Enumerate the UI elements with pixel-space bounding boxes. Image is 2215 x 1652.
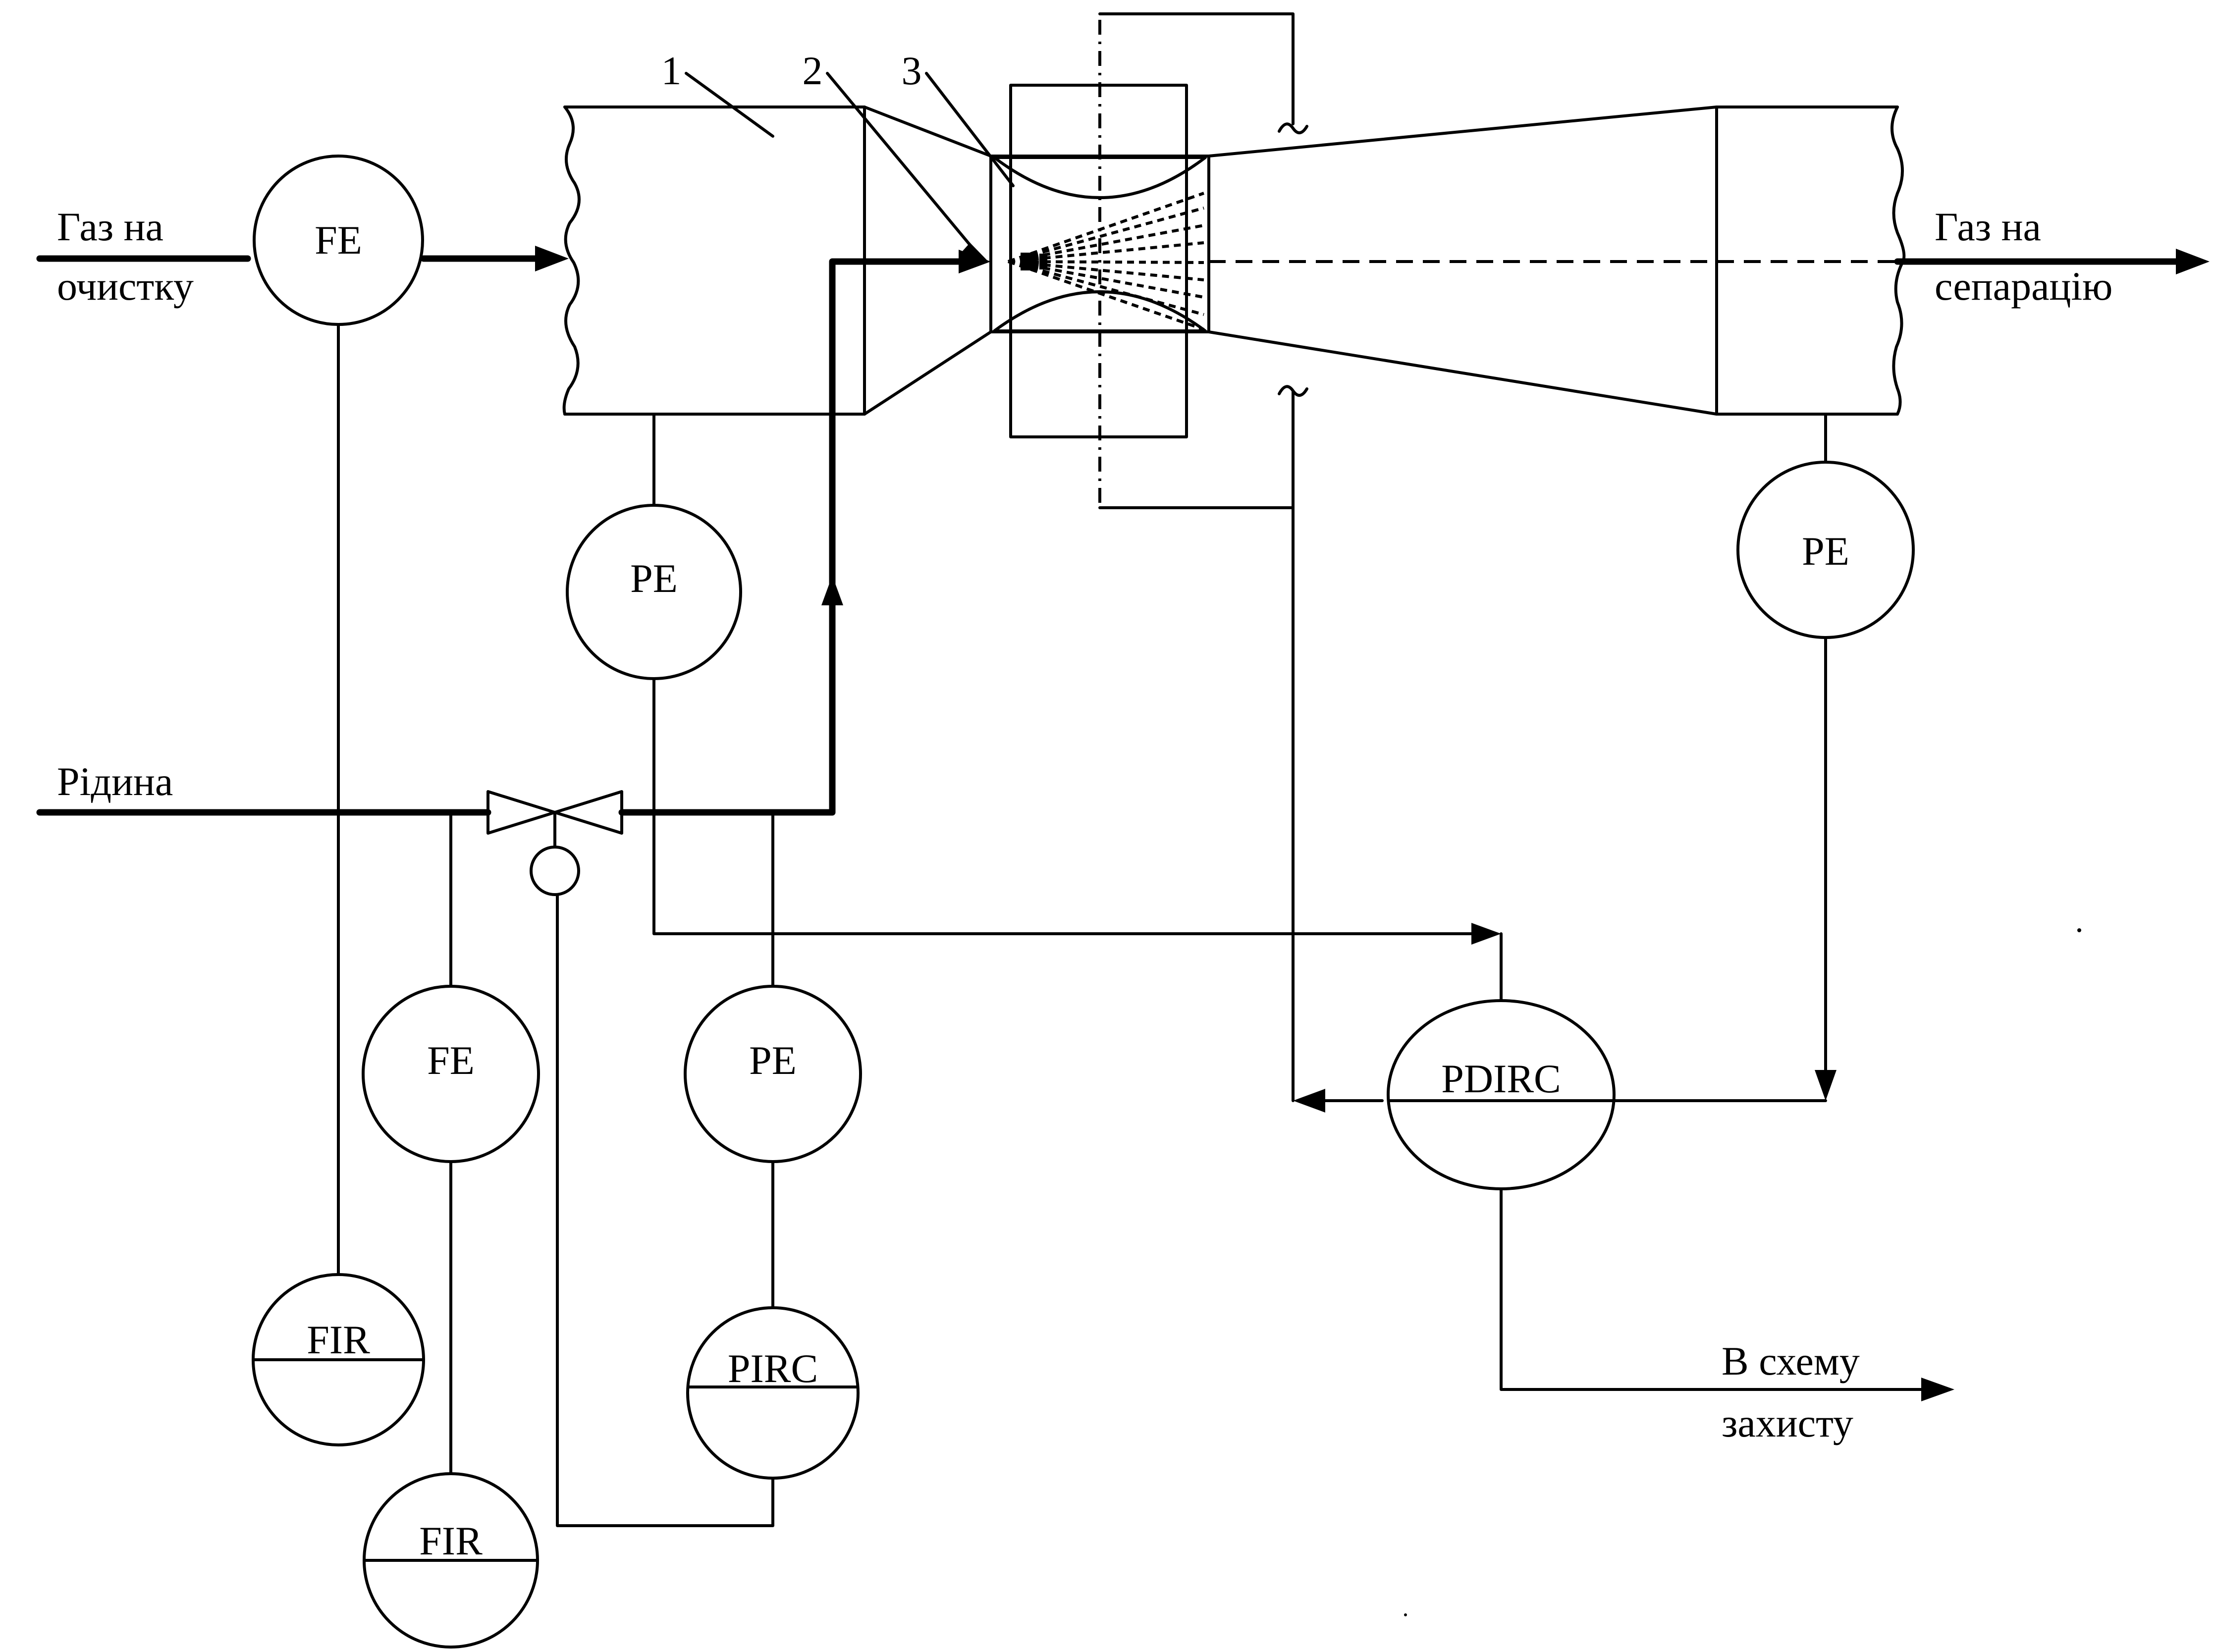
label-liquid: Рідина bbox=[57, 759, 173, 804]
instrument-pe-liquid[interactable]: PE bbox=[684, 985, 862, 1163]
instrument-fe-gas-tag: FE bbox=[315, 217, 362, 263]
label-protection-2: захисту bbox=[1722, 1400, 1853, 1445]
control-valve[interactable] bbox=[486, 790, 623, 896]
label-gas-outlet-2: сепарацію bbox=[1935, 264, 2112, 309]
instrument-fe-gas[interactable]: FE bbox=[253, 155, 424, 326]
instrument-fe-liquid-tag: FE bbox=[427, 1038, 475, 1083]
instrument-pdirc-tag: PDIRC bbox=[1441, 1056, 1561, 1101]
instrument-fir-liquid-tag: FIR bbox=[419, 1518, 483, 1563]
stray-mark bbox=[1404, 1613, 1407, 1616]
stray-mark bbox=[2077, 928, 2081, 932]
signal-lines bbox=[337, 320, 1954, 1527]
dp-tap-lines bbox=[1098, 12, 1308, 1102]
liquid-line bbox=[36, 250, 991, 816]
instrument-fir-gas-tag: FIR bbox=[307, 1317, 370, 1362]
gas-outlet-flow bbox=[1894, 249, 2210, 274]
instrument-pe-inlet[interactable]: PE bbox=[566, 504, 742, 680]
instrument-pe-outlet[interactable]: PE bbox=[1736, 461, 1915, 639]
spray-pattern bbox=[1008, 192, 1204, 331]
callout-2: 2 bbox=[803, 48, 823, 93]
instrument-fe-liquid[interactable]: FE bbox=[362, 985, 540, 1163]
venturi-throat bbox=[989, 20, 1210, 505]
outlet-duct bbox=[1715, 106, 1906, 416]
instrument-pirc[interactable]: PIRC bbox=[686, 1306, 860, 1480]
instrument-pe-inlet-tag: PE bbox=[630, 556, 678, 601]
instrument-pe-liquid-tag: PE bbox=[749, 1038, 797, 1083]
label-gas-inlet-1: Газ на bbox=[57, 204, 163, 249]
inlet-duct bbox=[562, 106, 866, 416]
diverging-diffuser bbox=[1207, 106, 1718, 416]
callout-1: 1 bbox=[661, 48, 682, 93]
converging-confuser bbox=[863, 106, 992, 416]
label-protection-1: В схему bbox=[1722, 1338, 1860, 1384]
label-gas-inlet-2: очистку bbox=[57, 264, 194, 309]
callout-3: 3 bbox=[902, 48, 922, 93]
callouts: 1 2 3 bbox=[661, 48, 1015, 262]
gas-inlet-flow bbox=[36, 246, 569, 271]
label-gas-outlet-1: Газ на bbox=[1935, 204, 2041, 249]
instrument-fir-gas[interactable]: FIR bbox=[252, 1273, 425, 1446]
instrument-pe-outlet-tag: PE bbox=[1802, 529, 1849, 574]
instrument-pirc-tag: PIRC bbox=[728, 1346, 818, 1391]
valve-actuator-icon bbox=[530, 846, 580, 896]
instrument-pdirc[interactable]: PDIRC bbox=[1387, 999, 1616, 1190]
instrument-fir-liquid[interactable]: FIR bbox=[363, 1472, 539, 1649]
